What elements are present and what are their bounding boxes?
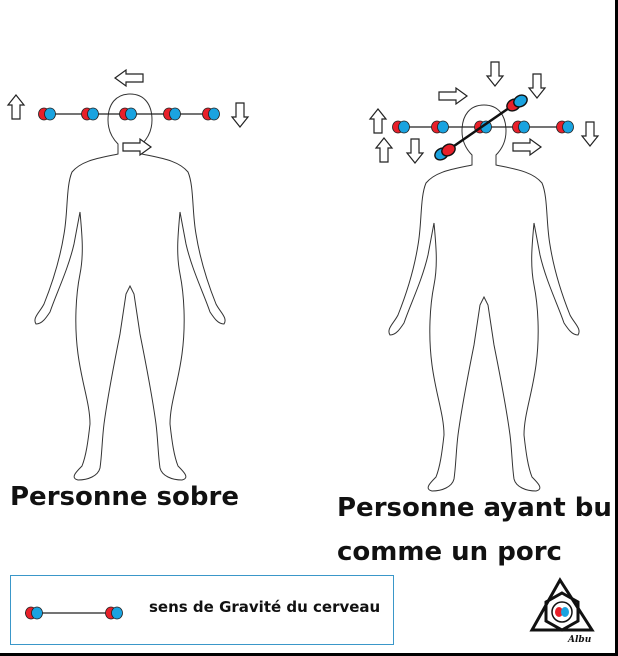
- sober-caption: Personne sobre: [10, 482, 239, 512]
- drunk-caption-line-2: comme un porc: [337, 537, 562, 567]
- sober-gravity-axis: [38, 107, 220, 121]
- drunk-figure: [388, 104, 580, 492]
- albu-logo: [529, 577, 595, 632]
- logo-label: Albu: [568, 635, 592, 645]
- sober-body-outline: [34, 93, 226, 481]
- arrow-down-icon: [528, 73, 546, 99]
- particle-pair: [163, 107, 181, 121]
- drunk-caption-line-1: Personne ayant bu: [337, 493, 612, 523]
- legend-label: sens de Gravité du cerveau: [149, 598, 381, 616]
- arrow-up-icon: [375, 137, 393, 163]
- tilted-particle-pair: [506, 94, 528, 112]
- arrow-right-icon: [512, 138, 542, 156]
- tilted-particle-pair: [434, 143, 456, 161]
- particle-pair: [392, 120, 410, 134]
- particle-pair: [556, 120, 574, 134]
- arrow-up-icon: [369, 108, 387, 134]
- arrow-left-icon: [114, 69, 144, 87]
- legend-box: sens de Gravité du cerveau: [10, 575, 394, 645]
- arrow-up-icon: [7, 94, 25, 120]
- arrow-right-icon: [122, 138, 152, 156]
- arrow-down-icon: [406, 138, 424, 164]
- arrow-right-icon: [438, 87, 468, 105]
- particle-pair: [119, 107, 137, 121]
- arrow-down-icon: [231, 102, 249, 128]
- particle-pair: [202, 107, 220, 121]
- legend-sample: [25, 606, 123, 620]
- particle-pair: [81, 107, 99, 121]
- particle-pair: [431, 120, 449, 134]
- sober-figure: [34, 93, 226, 481]
- drunk-caption: Personne ayant bu comme un porc: [337, 486, 615, 574]
- particle-pair: [512, 120, 530, 134]
- particle-pair: [38, 107, 56, 121]
- drunk-body-outline: [388, 104, 580, 492]
- arrow-down-icon: [581, 121, 599, 147]
- drunk-tilted-axis: [434, 94, 528, 161]
- arrow-down-icon: [486, 61, 504, 87]
